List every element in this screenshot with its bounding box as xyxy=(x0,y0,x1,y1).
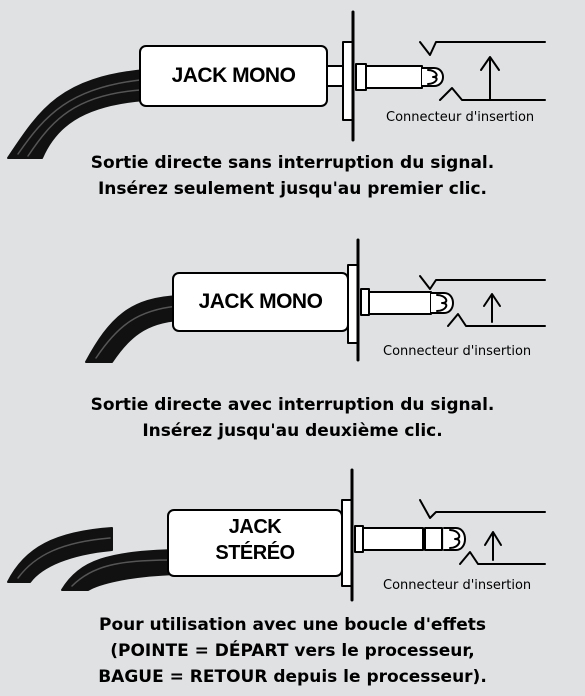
contact-spring-top-1 xyxy=(419,41,546,56)
jack-shaft-3 xyxy=(362,527,424,551)
diagram-2-drawing xyxy=(85,238,546,363)
jack-label-2: JACK MONO xyxy=(198,290,323,313)
caption-1-line-1: Sortie directe sans interruption du sign… xyxy=(90,153,495,173)
caption-3-line-3: BAGUE = RETOUR depuis le processeur). xyxy=(98,667,487,687)
contact-spring-bottom-3 xyxy=(459,551,546,565)
contact-spring-top-2 xyxy=(419,275,546,290)
contact-spring-bottom-2 xyxy=(447,313,546,327)
connector-label-1: Connecteur d'insertion xyxy=(386,110,535,125)
diagram-3-drawing xyxy=(7,468,546,602)
jack-label-3-line-2: STÉRÉO xyxy=(215,542,295,564)
caption-2-line-1: Sortie directe avec interruption du sign… xyxy=(90,395,495,415)
connector-label-2: Connecteur d'insertion xyxy=(383,344,532,359)
caption-1-line-2: Insérez seulement jusqu'au premier clic. xyxy=(97,179,488,199)
jack-label-3-line-1: JACK xyxy=(228,516,282,538)
caption-3-line-1: Pour utilisation avec une boucle d'effet… xyxy=(99,615,486,635)
caption-3-line-2: (POINTE = DÉPART vers le processeur, xyxy=(110,641,475,661)
jack-ring-3 xyxy=(424,527,443,551)
caption-2-line-2: Insérez jusqu'au deuxième clic. xyxy=(142,421,443,441)
connector-label-3: Connecteur d'insertion xyxy=(383,578,532,593)
jack-shaft-2 xyxy=(368,291,432,315)
contact-spring-top-3 xyxy=(419,499,546,519)
jack-shaft-1 xyxy=(365,65,423,89)
contact-spring-bottom-1 xyxy=(439,87,546,101)
diagram-1-drawing xyxy=(7,10,546,159)
cable-1 xyxy=(7,69,146,159)
jack-label-1: JACK MONO xyxy=(171,64,296,87)
